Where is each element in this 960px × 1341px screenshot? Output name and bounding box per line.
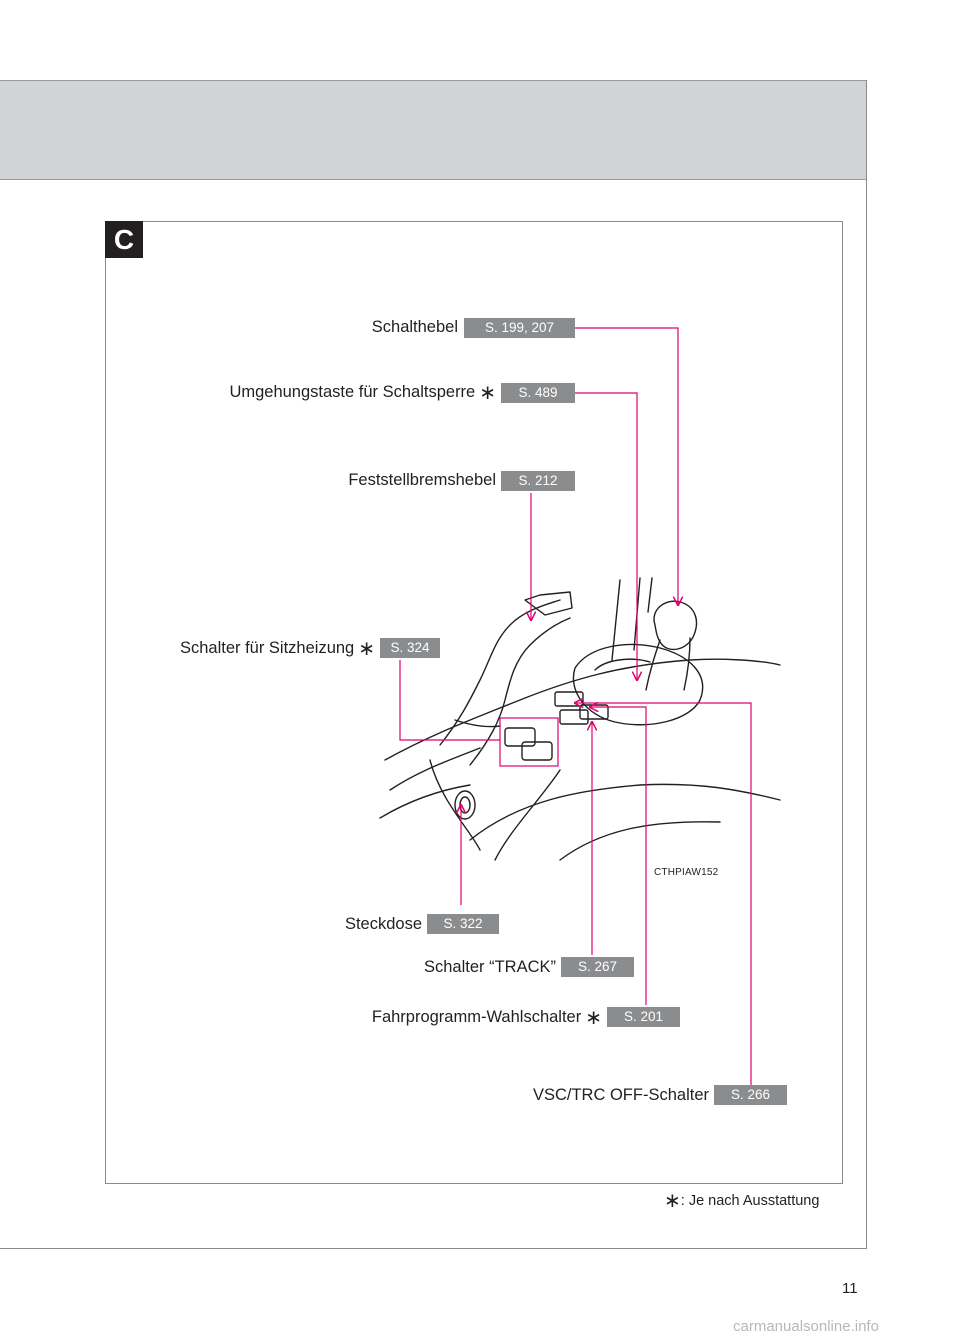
optional-star-icon: ∗ bbox=[358, 638, 375, 660]
center-console-drawing bbox=[379, 577, 781, 861]
image-code: CTHPIAW152 bbox=[654, 867, 719, 878]
sitzheizung-label: Schalter für Sitzheizung bbox=[179, 639, 355, 657]
vsc-trc-label: VSC/TRC OFF-Schalter bbox=[532, 1086, 709, 1104]
umgehungstaste-label: Umgehungstaste für Schaltsperre bbox=[229, 383, 476, 401]
footnote-text: : Je nach Ausstattung bbox=[680, 1193, 820, 1209]
track-page-badge[interactable]: S. 267 bbox=[561, 957, 634, 977]
header-band bbox=[0, 80, 866, 180]
optional-star-icon: ∗ bbox=[479, 382, 496, 404]
fahrprogramm-row: Fahrprogramm-Wahlschalter∗ bbox=[310, 1007, 602, 1029]
fahrprogramm-label: Fahrprogramm-Wahlschalter bbox=[371, 1008, 582, 1026]
schalthebel-page-badge[interactable]: S. 199, 207 bbox=[464, 318, 575, 338]
page-number: 11 bbox=[842, 1280, 858, 1297]
feststellbremshebel-label: Feststellbremshebel bbox=[348, 471, 496, 489]
steckdose-label: Steckdose bbox=[344, 915, 422, 933]
watermark: carmanualsonline.info bbox=[733, 1318, 879, 1335]
illustration-frame bbox=[105, 221, 843, 1184]
sitzheizung-page-badge[interactable]: S. 324 bbox=[380, 638, 440, 658]
leader-lines bbox=[399, 327, 752, 1085]
umgehungstaste-row: Umgehungstaste für Schaltsperre∗ bbox=[130, 382, 496, 404]
sitzheizung-row: Schalter für Sitzheizung∗ bbox=[110, 638, 375, 660]
vsc-trc-page-badge[interactable]: S. 266 bbox=[714, 1085, 787, 1105]
footnote: ∗: Je nach Ausstattung bbox=[664, 1190, 820, 1212]
section-tag: C bbox=[105, 221, 143, 258]
schalthebel-label: Schalthebel bbox=[371, 318, 458, 336]
track-label: Schalter “TRACK” bbox=[423, 958, 556, 976]
feststellbremshebel-page-badge[interactable]: S. 212 bbox=[501, 471, 575, 491]
steckdose-page-badge[interactable]: S. 322 bbox=[427, 914, 499, 934]
umgehungstaste-page-badge[interactable]: S. 489 bbox=[501, 383, 575, 403]
optional-star-icon: ∗ bbox=[585, 1007, 602, 1029]
right-margin-rule bbox=[866, 80, 867, 1248]
bottom-rule bbox=[0, 1248, 867, 1249]
fahrprogramm-page-badge[interactable]: S. 201 bbox=[607, 1007, 680, 1027]
footnote-star-icon: ∗ bbox=[664, 1190, 681, 1212]
